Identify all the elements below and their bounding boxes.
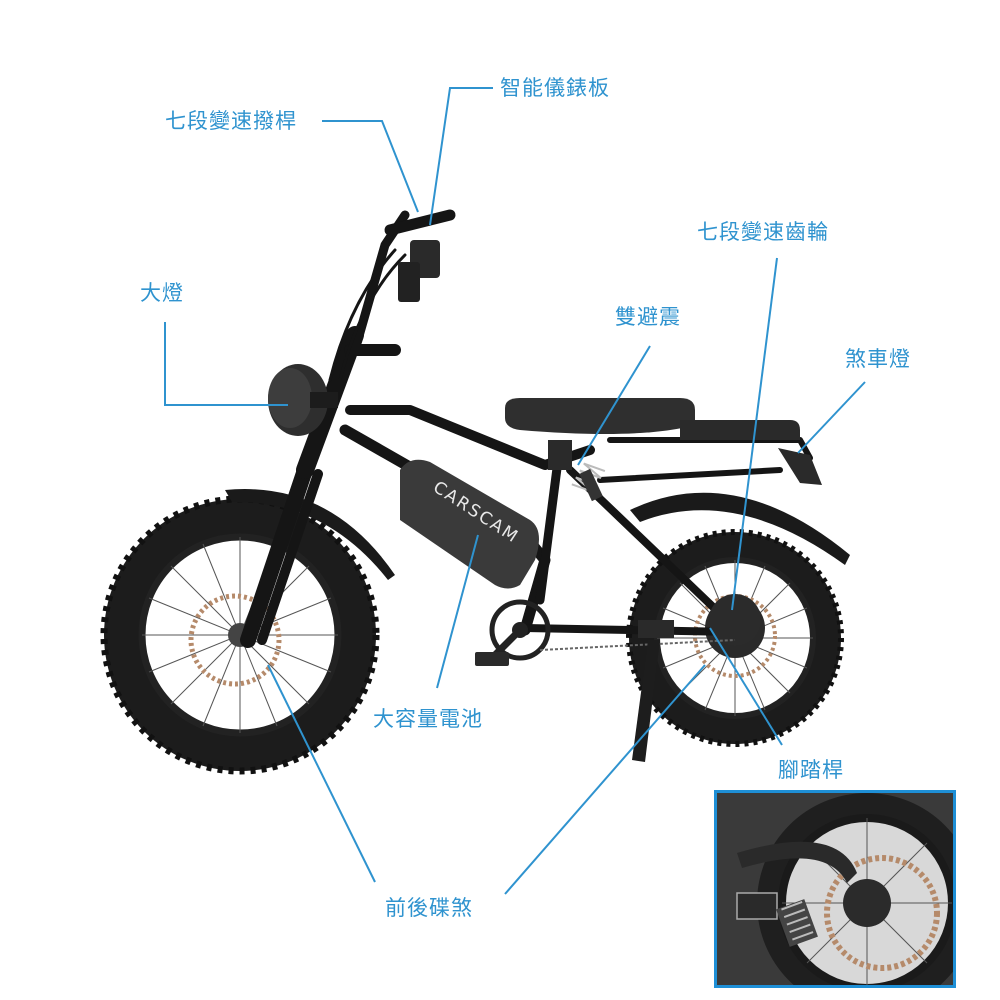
kickstand (632, 640, 660, 762)
leader-disc-front (267, 664, 376, 883)
shifter-unit (398, 262, 420, 302)
rear-shocks (548, 440, 606, 502)
label-footpeg: 腳踏桿 (778, 758, 844, 782)
label-battery: 大容量電池 (373, 707, 483, 731)
label-shifter: 七段變速撥桿 (165, 109, 297, 133)
rear-hub-motor (709, 594, 761, 646)
label-disc-brakes: 前後碟煞 (385, 896, 473, 920)
handlebar (328, 209, 456, 382)
leader-dashboard (429, 87, 493, 226)
leader-brake-light (797, 381, 866, 454)
leader-shifter (322, 120, 419, 213)
crankset (475, 599, 736, 666)
leader-suspension (577, 345, 651, 466)
label-headlight: 大燈 (140, 281, 184, 305)
headlight (268, 364, 338, 436)
leader-gears (731, 257, 778, 611)
footpeg (638, 620, 674, 638)
label-suspension: 雙避震 (615, 305, 681, 329)
brake-light-unit (778, 448, 822, 485)
closeup-illustration (717, 793, 953, 985)
leader-headlight (164, 322, 288, 406)
leader-lines (164, 87, 866, 895)
footpeg-closeup-inset (714, 790, 956, 988)
label-gears: 七段變速齒輪 (697, 220, 829, 244)
leader-battery (436, 534, 479, 689)
leader-footpeg (709, 627, 783, 746)
label-dashboard: 智能儀錶板 (500, 76, 610, 100)
leader-disc-rear (504, 664, 706, 895)
label-brake-light: 煞車燈 (845, 347, 911, 371)
front-wheel (100, 495, 380, 775)
rear-fender (630, 492, 850, 565)
seat (505, 398, 800, 440)
